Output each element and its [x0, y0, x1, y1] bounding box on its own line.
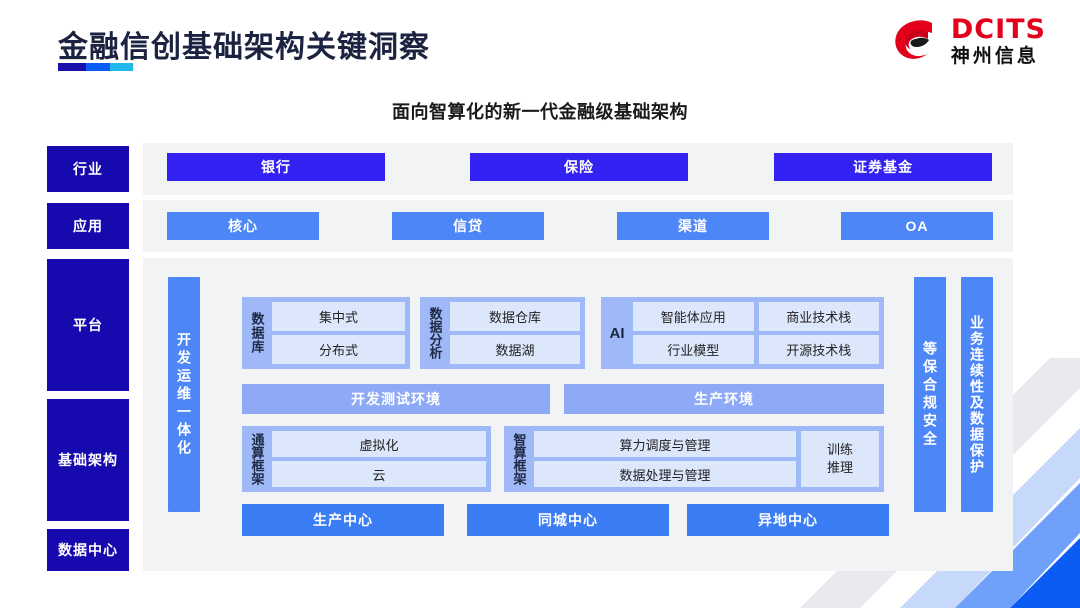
logo-en-text: DCITS — [950, 14, 1046, 45]
cell-data-processing[interactable]: 数据处理与管理 — [534, 461, 796, 487]
title-accent-bar — [58, 63, 133, 71]
cell-data-warehouse[interactable]: 数据仓库 — [450, 302, 580, 331]
group-intelligent-compute: 智算框架 算力调度与管理 数据处理与管理 训练 推理 — [504, 426, 884, 492]
cell-compute-scheduling[interactable]: 算力调度与管理 — [534, 431, 796, 457]
application-chip-credit[interactable]: 信贷 — [392, 212, 544, 240]
industry-chip-securities[interactable]: 证券基金 — [774, 153, 992, 181]
row-label-infrastructure: 基础架构 — [47, 399, 129, 521]
group-data-analytics: 数据分析 数据仓库 数据湖 — [420, 297, 585, 369]
dcits-swoosh-logo-icon — [895, 20, 932, 59]
datacenter-production[interactable]: 生产中心 — [242, 504, 444, 536]
group-caption-general-compute: 通算框架 — [249, 433, 265, 485]
group-cells-general-compute: 虚拟化 云 — [272, 431, 486, 487]
application-chip-channel[interactable]: 渠道 — [617, 212, 769, 240]
group-ai: AI 智能体应用 行业模型 商业技术栈 开源技术栈 — [601, 297, 884, 369]
row-label-datacenter: 数据中心 — [47, 529, 129, 571]
page-title: 金融信创基础架构关键洞察 — [58, 31, 430, 64]
application-chip-oa[interactable]: OA — [841, 212, 993, 240]
cell-industry-model[interactable]: 行业模型 — [633, 335, 754, 364]
row-label-industry: 行业 — [47, 146, 129, 192]
accent-segment-2 — [86, 63, 110, 71]
row-label-platform: 平台 — [47, 259, 129, 391]
group-database: 数据库 集中式 分布式 — [242, 297, 410, 369]
cell-commercial-tech-stack[interactable]: 商业技术栈 — [758, 302, 879, 331]
cell-database-centralized[interactable]: 集中式 — [272, 302, 405, 331]
group-cells-database: 集中式 分布式 — [272, 302, 405, 364]
cell-opensource-tech-stack[interactable]: 开源技术栈 — [758, 335, 879, 364]
cell-cloud[interactable]: 云 — [272, 461, 486, 487]
row-label-application: 应用 — [47, 203, 129, 249]
cell-training-inference[interactable]: 训练 推理 — [801, 431, 879, 487]
industry-chip-bank[interactable]: 银行 — [167, 153, 385, 181]
cell-agent-application[interactable]: 智能体应用 — [633, 302, 754, 331]
group-cells-intelligent-compute: 算力调度与管理 数据处理与管理 — [534, 431, 796, 487]
vertical-bar-continuity-data-protection: 业务连续性及数据保护 — [961, 277, 993, 512]
group-cells-ai-col2: 商业技术栈 开源技术栈 — [758, 302, 879, 364]
industry-chip-insurance[interactable]: 保险 — [470, 153, 688, 181]
logo-text: DCITS 神州信息 — [951, 16, 1046, 66]
page-subtitle: 面向智算化的新一代金融级基础架构 — [392, 102, 688, 122]
datacenter-remote[interactable]: 异地中心 — [687, 504, 889, 536]
group-general-compute: 通算框架 虚拟化 云 — [242, 426, 491, 492]
env-production[interactable]: 生产环境 — [564, 384, 884, 414]
vertical-bar-devops: 开发运维一体化 — [168, 277, 200, 512]
accent-segment-1 — [58, 63, 86, 71]
group-caption-database: 数据库 — [249, 312, 265, 354]
application-chip-core[interactable]: 核心 — [167, 212, 319, 240]
datacenter-metro[interactable]: 同城中心 — [467, 504, 669, 536]
env-dev-test[interactable]: 开发测试环境 — [242, 384, 550, 414]
vertical-bar-compliance-security: 等保合规安全 — [914, 277, 946, 512]
group-cells-data-analytics: 数据仓库 数据湖 — [450, 302, 580, 364]
group-caption-ai: AI — [609, 324, 625, 342]
cell-data-lake[interactable]: 数据湖 — [450, 335, 580, 364]
brand-logo: DCITS 神州信息 — [893, 16, 1046, 66]
group-caption-intelligent-compute: 智算框架 — [511, 433, 527, 485]
accent-segment-3 — [110, 63, 133, 71]
group-cols-ai: 智能体应用 行业模型 商业技术栈 开源技术栈 — [633, 302, 879, 364]
logo-cn-text: 神州信息 — [950, 46, 1039, 67]
group-cells-ai-col1: 智能体应用 行业模型 — [633, 302, 754, 364]
cell-database-distributed[interactable]: 分布式 — [272, 335, 405, 364]
cell-virtualization[interactable]: 虚拟化 — [272, 431, 486, 457]
group-caption-data-analytics: 数据分析 — [427, 307, 443, 359]
